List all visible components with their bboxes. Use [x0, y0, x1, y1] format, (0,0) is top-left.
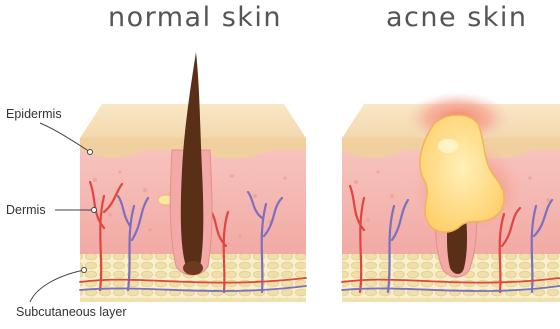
- epidermis-label: Epidermis: [6, 107, 62, 121]
- subcutaneous-label: Subcutaneous layer: [16, 305, 127, 319]
- normal-skin-block: [80, 52, 306, 302]
- subcutaneous-leader: [30, 270, 84, 302]
- normal-skin-title: normal skin: [108, 2, 282, 33]
- dermis-label: Dermis: [6, 203, 46, 217]
- acne-skin-block: [342, 92, 560, 302]
- normal-hair: [181, 52, 204, 272]
- acne-skin-title: acne skin: [386, 2, 528, 33]
